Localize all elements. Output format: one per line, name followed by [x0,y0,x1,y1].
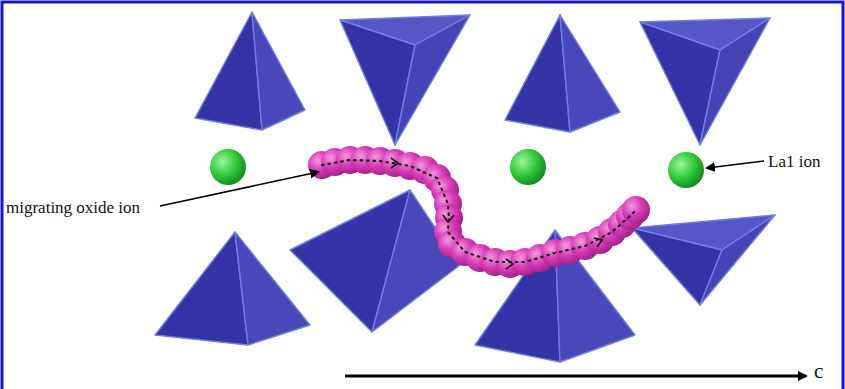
tetrahedron [252,12,305,130]
tetrahedron [700,215,775,305]
axis-label: c [814,362,838,381]
tetrahedron [195,12,262,130]
tetrahedron [560,15,620,132]
tetrahedron [700,18,770,145]
tetrahedron [395,15,470,145]
la-ion [668,152,704,188]
path-chevron [391,158,602,269]
ion-label: migrating oxide ion [6,198,156,217]
migration-path [322,160,636,262]
la-ion [210,149,246,185]
path-chevron [443,215,454,222]
tetrahedron [505,15,570,132]
leader-arrow [160,172,318,206]
path-chevron [391,158,398,168]
la-ion [210,149,704,188]
tetrahedron [155,232,248,345]
path-chevron [594,238,602,247]
oxide-path-sphere [308,146,650,278]
path-chevron [506,259,513,269]
la-ion [510,149,546,185]
axis-arrow [345,375,806,378]
tetrahedron [155,12,775,362]
oxide-path-sphere [622,196,650,224]
ion-label: La1 ion [768,152,840,171]
leader-arrow [707,161,764,168]
